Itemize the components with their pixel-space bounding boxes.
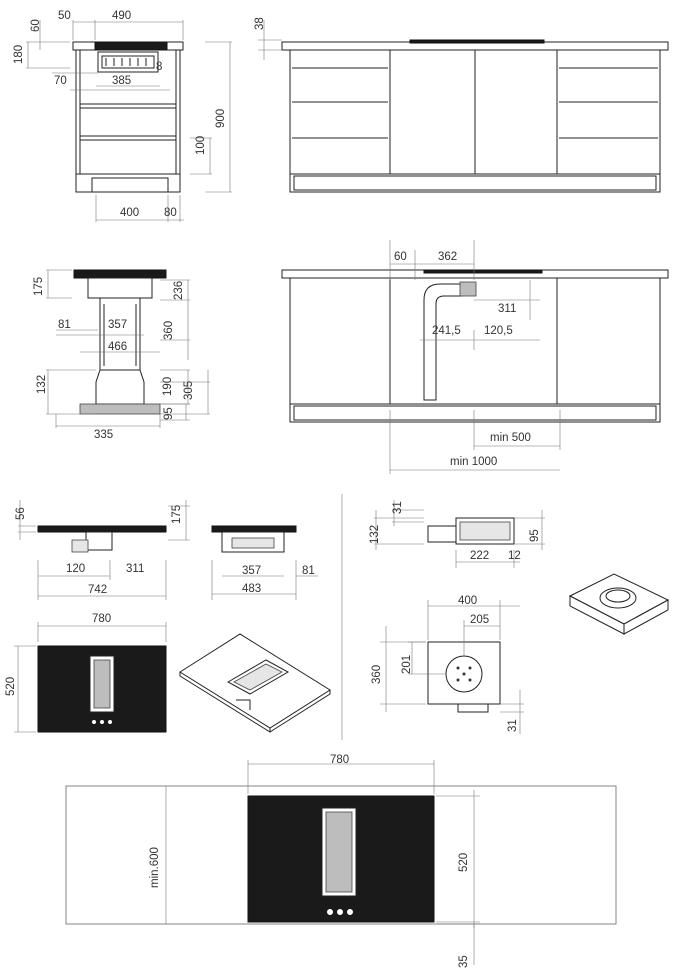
dim-360: 360 xyxy=(371,665,383,684)
dim-520: 520 xyxy=(5,677,17,696)
dim-742: 742 xyxy=(88,584,107,596)
hob-top-view: 780 520 xyxy=(5,613,167,733)
dim-81: 81 xyxy=(58,319,71,331)
dim-357: 357 xyxy=(242,565,261,577)
dim-362: 362 xyxy=(438,251,457,263)
control-dot-icon xyxy=(92,720,96,724)
control-dot-icon xyxy=(108,720,112,724)
dim-400: 400 xyxy=(458,595,477,607)
dim-70: 70 xyxy=(54,75,67,87)
dim-80: 80 xyxy=(164,207,177,219)
dim-520: 520 xyxy=(458,853,470,872)
dim-483: 483 xyxy=(242,583,261,595)
dim-360: 360 xyxy=(163,321,175,340)
dim-400: 400 xyxy=(120,207,139,219)
dim-205: 205 xyxy=(470,614,489,626)
dim-201: 201 xyxy=(401,655,413,674)
dim-311: 311 xyxy=(126,563,144,575)
dim-8: 8 xyxy=(156,61,162,73)
dim-95: 95 xyxy=(529,529,541,542)
hob-front-view: 357 81 483 xyxy=(211,525,318,600)
hob-isometric xyxy=(179,633,331,733)
dim-780: 780 xyxy=(330,754,349,766)
hob-side-view: 56 175 120 311 742 xyxy=(15,500,190,600)
module-isometric xyxy=(568,573,670,635)
dim-311: 311 xyxy=(498,303,516,315)
dim-min500: min 500 xyxy=(490,432,531,444)
dim-175: 175 xyxy=(33,277,45,296)
dim-95: 95 xyxy=(163,407,175,420)
duct-elevation-view: 60 362 311 241,5 120,5 min 500 min 1000 xyxy=(281,240,669,474)
module-top-view: 400 205 360 201 31 xyxy=(371,595,524,734)
dim-385: 385 xyxy=(112,75,131,87)
dim-60: 60 xyxy=(30,19,42,32)
dim-335: 335 xyxy=(94,429,113,441)
dim-min600: min.600 xyxy=(149,847,161,888)
dim-190: 190 xyxy=(162,377,174,396)
dim-241-5: 241,5 xyxy=(432,325,461,337)
worktop-cutout-view: 780 min.600 520 35 xyxy=(65,754,617,968)
dim-357: 357 xyxy=(108,319,127,331)
dim-305: 305 xyxy=(183,381,195,400)
dim-35: 35 xyxy=(458,955,470,968)
dim-60: 60 xyxy=(394,251,407,263)
unit-elevation-view: 175 236 81 357 360 466 132 190 305 95 33… xyxy=(33,269,210,441)
dim-min1000: min 1000 xyxy=(450,456,497,468)
dim-175: 175 xyxy=(171,505,183,524)
dim-466: 466 xyxy=(108,341,127,353)
dim-222: 222 xyxy=(470,550,489,562)
control-dot-icon xyxy=(347,909,353,915)
dim-120-5: 120,5 xyxy=(484,325,513,337)
dim-490: 490 xyxy=(112,10,131,22)
module-side-view: 31 132 95 222 12 xyxy=(369,500,545,568)
control-dot-icon xyxy=(100,720,104,724)
dim-120: 120 xyxy=(66,563,85,575)
dim-31: 31 xyxy=(507,719,519,732)
dim-100: 100 xyxy=(195,136,207,155)
dim-50: 50 xyxy=(58,10,71,22)
front-elevation-view: 38 xyxy=(254,17,669,193)
dim-12: 12 xyxy=(508,550,521,562)
control-dot-icon xyxy=(327,909,333,915)
dim-56: 56 xyxy=(15,507,27,520)
dim-900: 900 xyxy=(215,109,227,128)
dim-180: 180 xyxy=(13,45,25,64)
dim-236: 236 xyxy=(173,281,185,300)
dim-38: 38 xyxy=(254,17,266,30)
dim-81: 81 xyxy=(302,565,315,577)
control-dot-icon xyxy=(337,909,343,915)
dim-132: 132 xyxy=(369,525,381,544)
dim-132: 132 xyxy=(36,375,48,394)
side-section-view: 50 490 60 180 70 385 8 900 100 400 80 xyxy=(13,10,232,222)
dim-780: 780 xyxy=(92,613,111,625)
dim-31: 31 xyxy=(392,501,404,514)
